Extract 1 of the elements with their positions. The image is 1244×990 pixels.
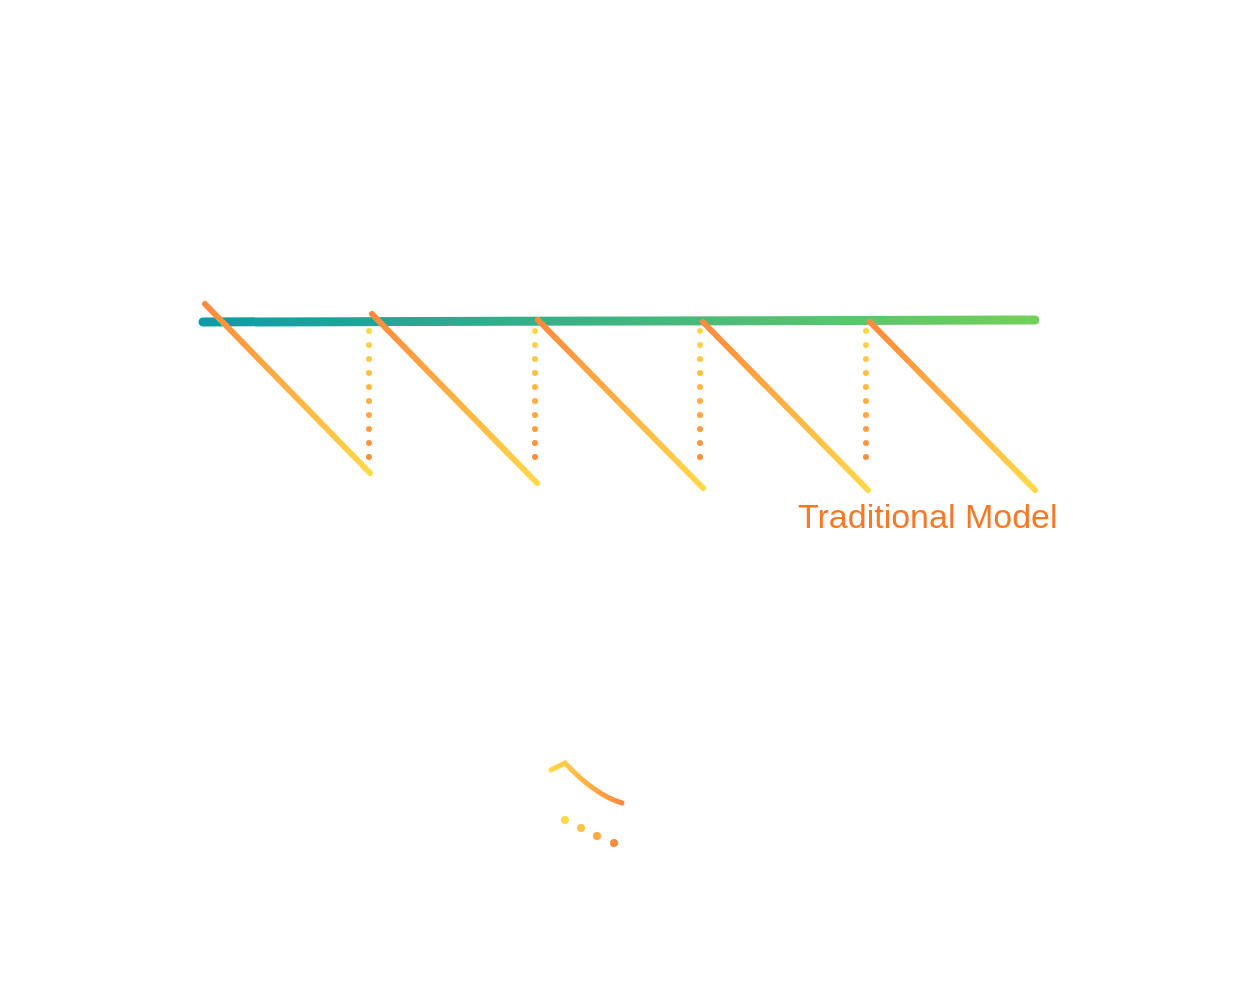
chart-label: Traditional Model — [798, 499, 1058, 533]
